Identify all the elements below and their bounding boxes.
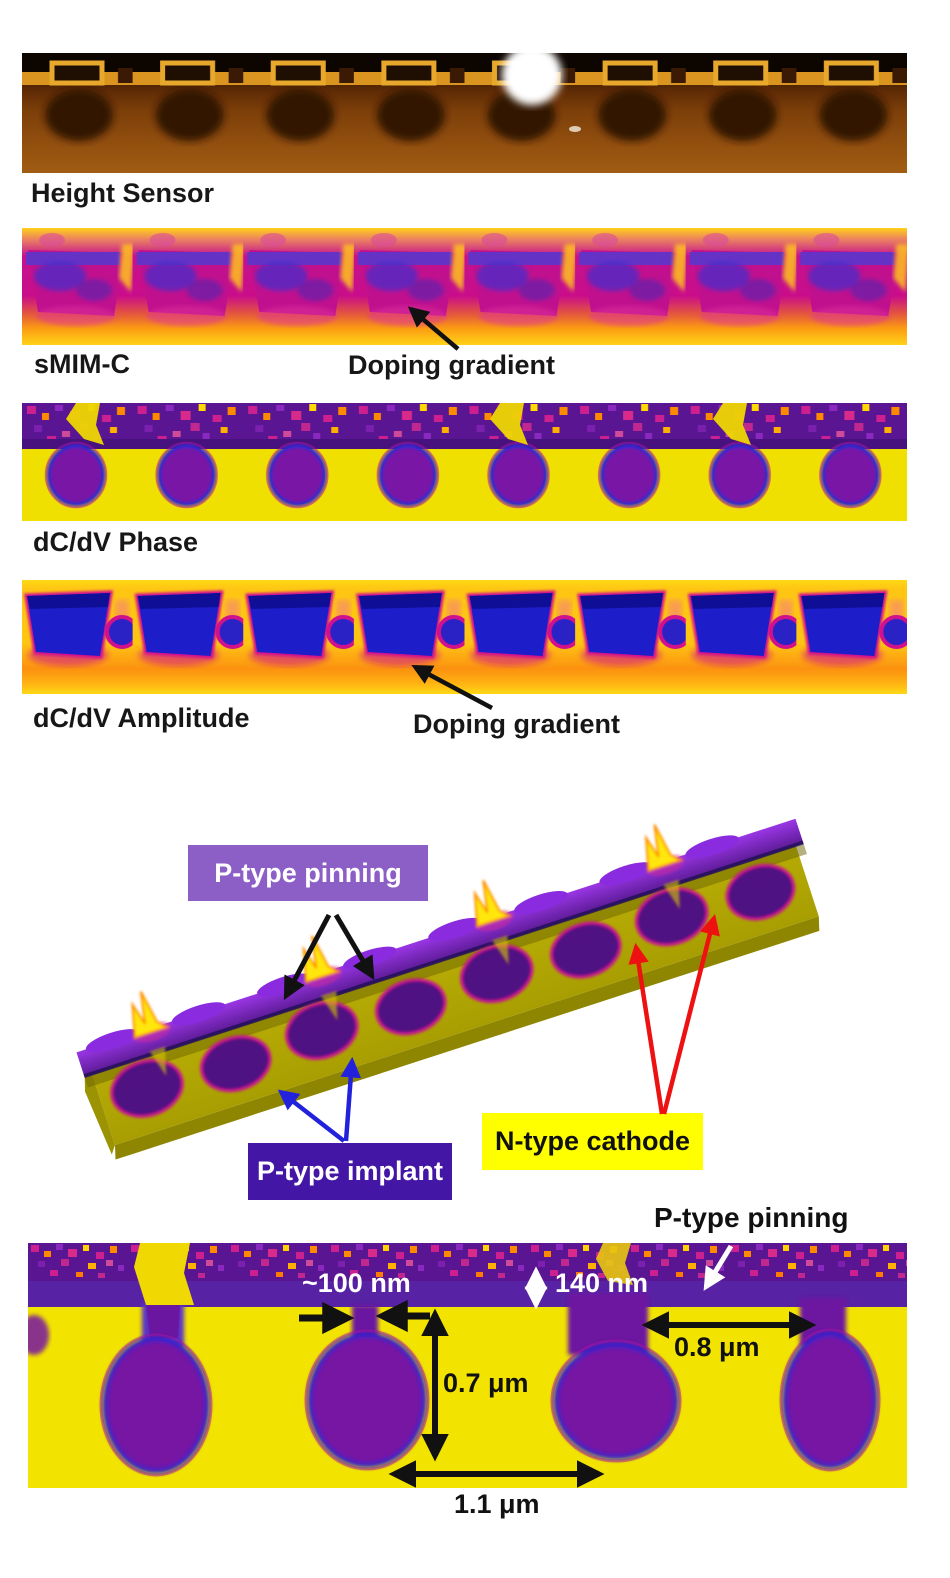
implant-depth-label: 0.7 μm: [443, 1368, 529, 1398]
smim-c-image: [22, 228, 907, 345]
height-sensor-label: Height Sensor: [31, 178, 215, 208]
render-3d-image: [76, 818, 820, 1160]
doping-gradient-label-smim: Doping gradient: [348, 350, 555, 380]
doping-gradient-label-amplitude: Doping gradient: [413, 709, 620, 739]
smim-c-label: sMIM-C: [34, 349, 130, 379]
p-type-pinning-box-label: P-type pinning: [214, 857, 402, 888]
implant-blobs: [110, 863, 796, 1118]
phase-chimneys: [66, 403, 751, 445]
dcdv-amplitude-label: dC/dV Amplitude: [33, 703, 250, 733]
dcdv-phase-label: dC/dV Phase: [33, 527, 199, 557]
cathode-gap-label: 0.8 μm: [674, 1332, 760, 1362]
n-type-cathode-box-label: N-type cathode: [494, 1126, 691, 1156]
dcdv-phase-image: [22, 403, 907, 521]
height-sensor-image: [22, 53, 907, 173]
dcdv-amplitude-image: [22, 580, 907, 694]
pinning-depth-label: 140 nm: [555, 1268, 649, 1298]
implant-pitch-label: 1.1 μm: [454, 1489, 540, 1519]
neck-width-label: ~100 nm: [302, 1268, 411, 1298]
p-type-pinning-box: P-type pinning: [188, 845, 428, 901]
n-type-cathode-box: N-type cathode: [482, 1113, 703, 1170]
p-type-implant-box: P-type implant: [248, 1143, 452, 1200]
zoom-pinning-label: P-type pinning: [654, 1202, 849, 1233]
p-type-implant-box-label: P-type implant: [256, 1156, 444, 1186]
zoom-phase-image: [28, 1243, 907, 1488]
ribbon: [76, 818, 820, 1160]
